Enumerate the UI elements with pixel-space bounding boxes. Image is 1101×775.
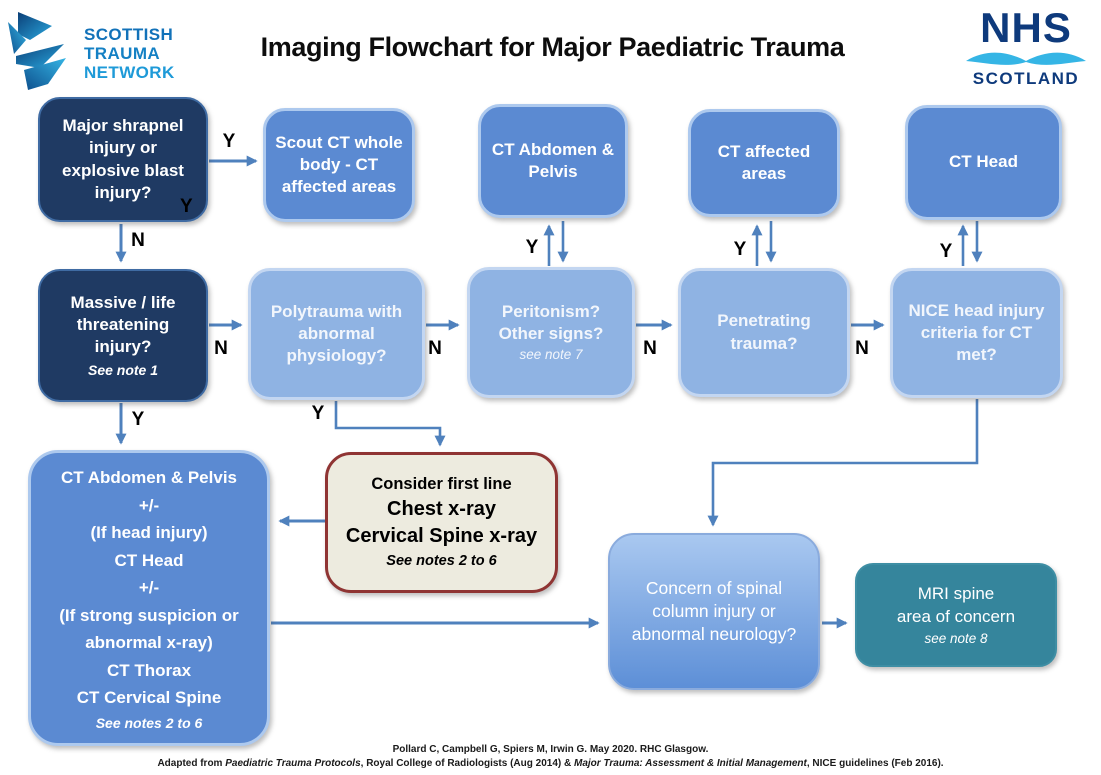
node-massive-injury-question: Massive / life threatening injury? See n…: [38, 269, 208, 402]
node-note: See note 1: [87, 361, 159, 378]
node-text: Penetrating trauma?: [717, 311, 811, 353]
node-text: Peritonism?: [501, 302, 601, 322]
stn-logo-text: SCOTTISH TRAUMA NETWORK: [84, 25, 175, 82]
node-text: Cervical Spine x-ray: [345, 524, 538, 547]
edge-label-no: N: [214, 338, 228, 359]
node-consider-first-line: Consider first line Chest x-ray Cervical…: [325, 452, 558, 593]
stn-logo-mark: [8, 11, 66, 90]
node-note: See notes 2 to 6: [95, 714, 203, 731]
footer-source-text: , NICE guidelines (Feb 2016).: [806, 758, 944, 769]
stn-logo-line: SCOTTISH: [84, 25, 174, 44]
edge-label-no: N: [131, 230, 145, 251]
nhs-scotland-logo: NHS SCOTLAND: [958, 6, 1094, 89]
node-note: see note 7: [519, 347, 583, 363]
page-title: Imaging Flowchart for Major Paediatric T…: [260, 32, 845, 62]
edge-label-yes: Y: [222, 131, 236, 152]
stn-logo-line: NETWORK: [84, 63, 175, 82]
node-text: Consider first line: [371, 475, 512, 494]
node-ct-affected-areas: CT affected areas: [688, 109, 840, 217]
footer-source-title: Major Trauma: Assessment & Initial Manag…: [574, 758, 807, 769]
edge-label-no: N: [643, 338, 657, 359]
node-text: Chest x-ray: [387, 497, 496, 520]
edge-label-no: N: [855, 338, 869, 359]
nhs-logo-text: NHS: [980, 4, 1072, 51]
node-ct-protocol: CT Abdomen & Pelvis+/-(If head injury)CT…: [28, 450, 270, 746]
node-text: Scout CT whole body - CT affected areas: [275, 132, 403, 197]
node-text: Massive / life threatening injury?: [70, 293, 176, 357]
node-ct-abdomen-pelvis: CT Abdomen & Pelvis: [478, 104, 628, 218]
edge-label-yes: Y: [525, 237, 539, 258]
node-mri-spine: MRI spine area of concern see note 8: [855, 563, 1057, 667]
node-text: CT Abdomen & Pelvis: [491, 139, 615, 181]
nhs-swoosh-icon: [966, 52, 1086, 65]
node-text-lines: CT Abdomen & Pelvis+/-(If head injury)CT…: [59, 468, 239, 708]
edge-label-yes: Y: [939, 241, 953, 262]
node-text: CT affected areas: [717, 141, 811, 183]
node-text: Polytrauma with abnormal physiology?: [270, 301, 403, 366]
node-text: Concern of spinal column injury or abnor…: [631, 578, 797, 644]
footer-source-title: Paediatric Trauma Protocols: [225, 758, 361, 769]
node-text: CT Head: [949, 152, 1018, 172]
node-polytrauma-question: Polytrauma with abnormal physiology?: [248, 268, 425, 400]
edge-label-shrapnel-inner-y: Y: [180, 196, 193, 217]
scottish-trauma-network-logo: SCOTTISH TRAUMA NETWORK: [6, 6, 216, 101]
node-ct-head: CT Head: [905, 105, 1062, 220]
edge-label-yes: Y: [131, 409, 145, 430]
edge-label-yes: Y: [733, 239, 747, 260]
node-note: See notes 2 to 6: [386, 552, 497, 569]
node-penetrating-trauma-question: Penetrating trauma?: [678, 268, 850, 397]
node-text: Major shrapnel injury or explosive blast…: [62, 116, 184, 202]
node-spinal-concern-question: Concern of spinal column injury or abnor…: [608, 533, 820, 690]
node-scout-ct: Scout CT whole body - CT affected areas: [263, 108, 415, 222]
footer-authors: Pollard C, Campbell G, Spiers M, Irwin G…: [392, 744, 709, 755]
node-note: see note 8: [924, 630, 988, 646]
edge-label-no: N: [428, 338, 442, 359]
node-text: Other signs?: [498, 324, 604, 344]
node-peritonism-question: Peritonism? Other signs? see note 7: [467, 267, 635, 398]
footer-source: Adapted from Paediatric Trauma Protocols…: [0, 758, 1101, 769]
node-nice-head-criteria-question: NICE head injury criteria for CT met?: [890, 268, 1063, 398]
stn-logo-line: TRAUMA: [84, 44, 161, 63]
node-text: NICE head injury criteria for CT met?: [908, 300, 1045, 365]
node-text: MRI spine: [917, 583, 995, 603]
node-major-shrapnel-question: Major shrapnel injury or explosive blast…: [38, 97, 208, 222]
nhs-logo-region: SCOTLAND: [972, 69, 1080, 88]
node-text: area of concern: [896, 606, 1016, 626]
footer-credits: Pollard C, Campbell G, Spiers M, Irwin G…: [0, 744, 1101, 769]
edge-label-yes: Y: [311, 403, 325, 424]
footer-source-text: , Royal College of Radiologists (Aug 201…: [360, 758, 575, 769]
footer-source-text: Adapted from: [157, 758, 226, 769]
